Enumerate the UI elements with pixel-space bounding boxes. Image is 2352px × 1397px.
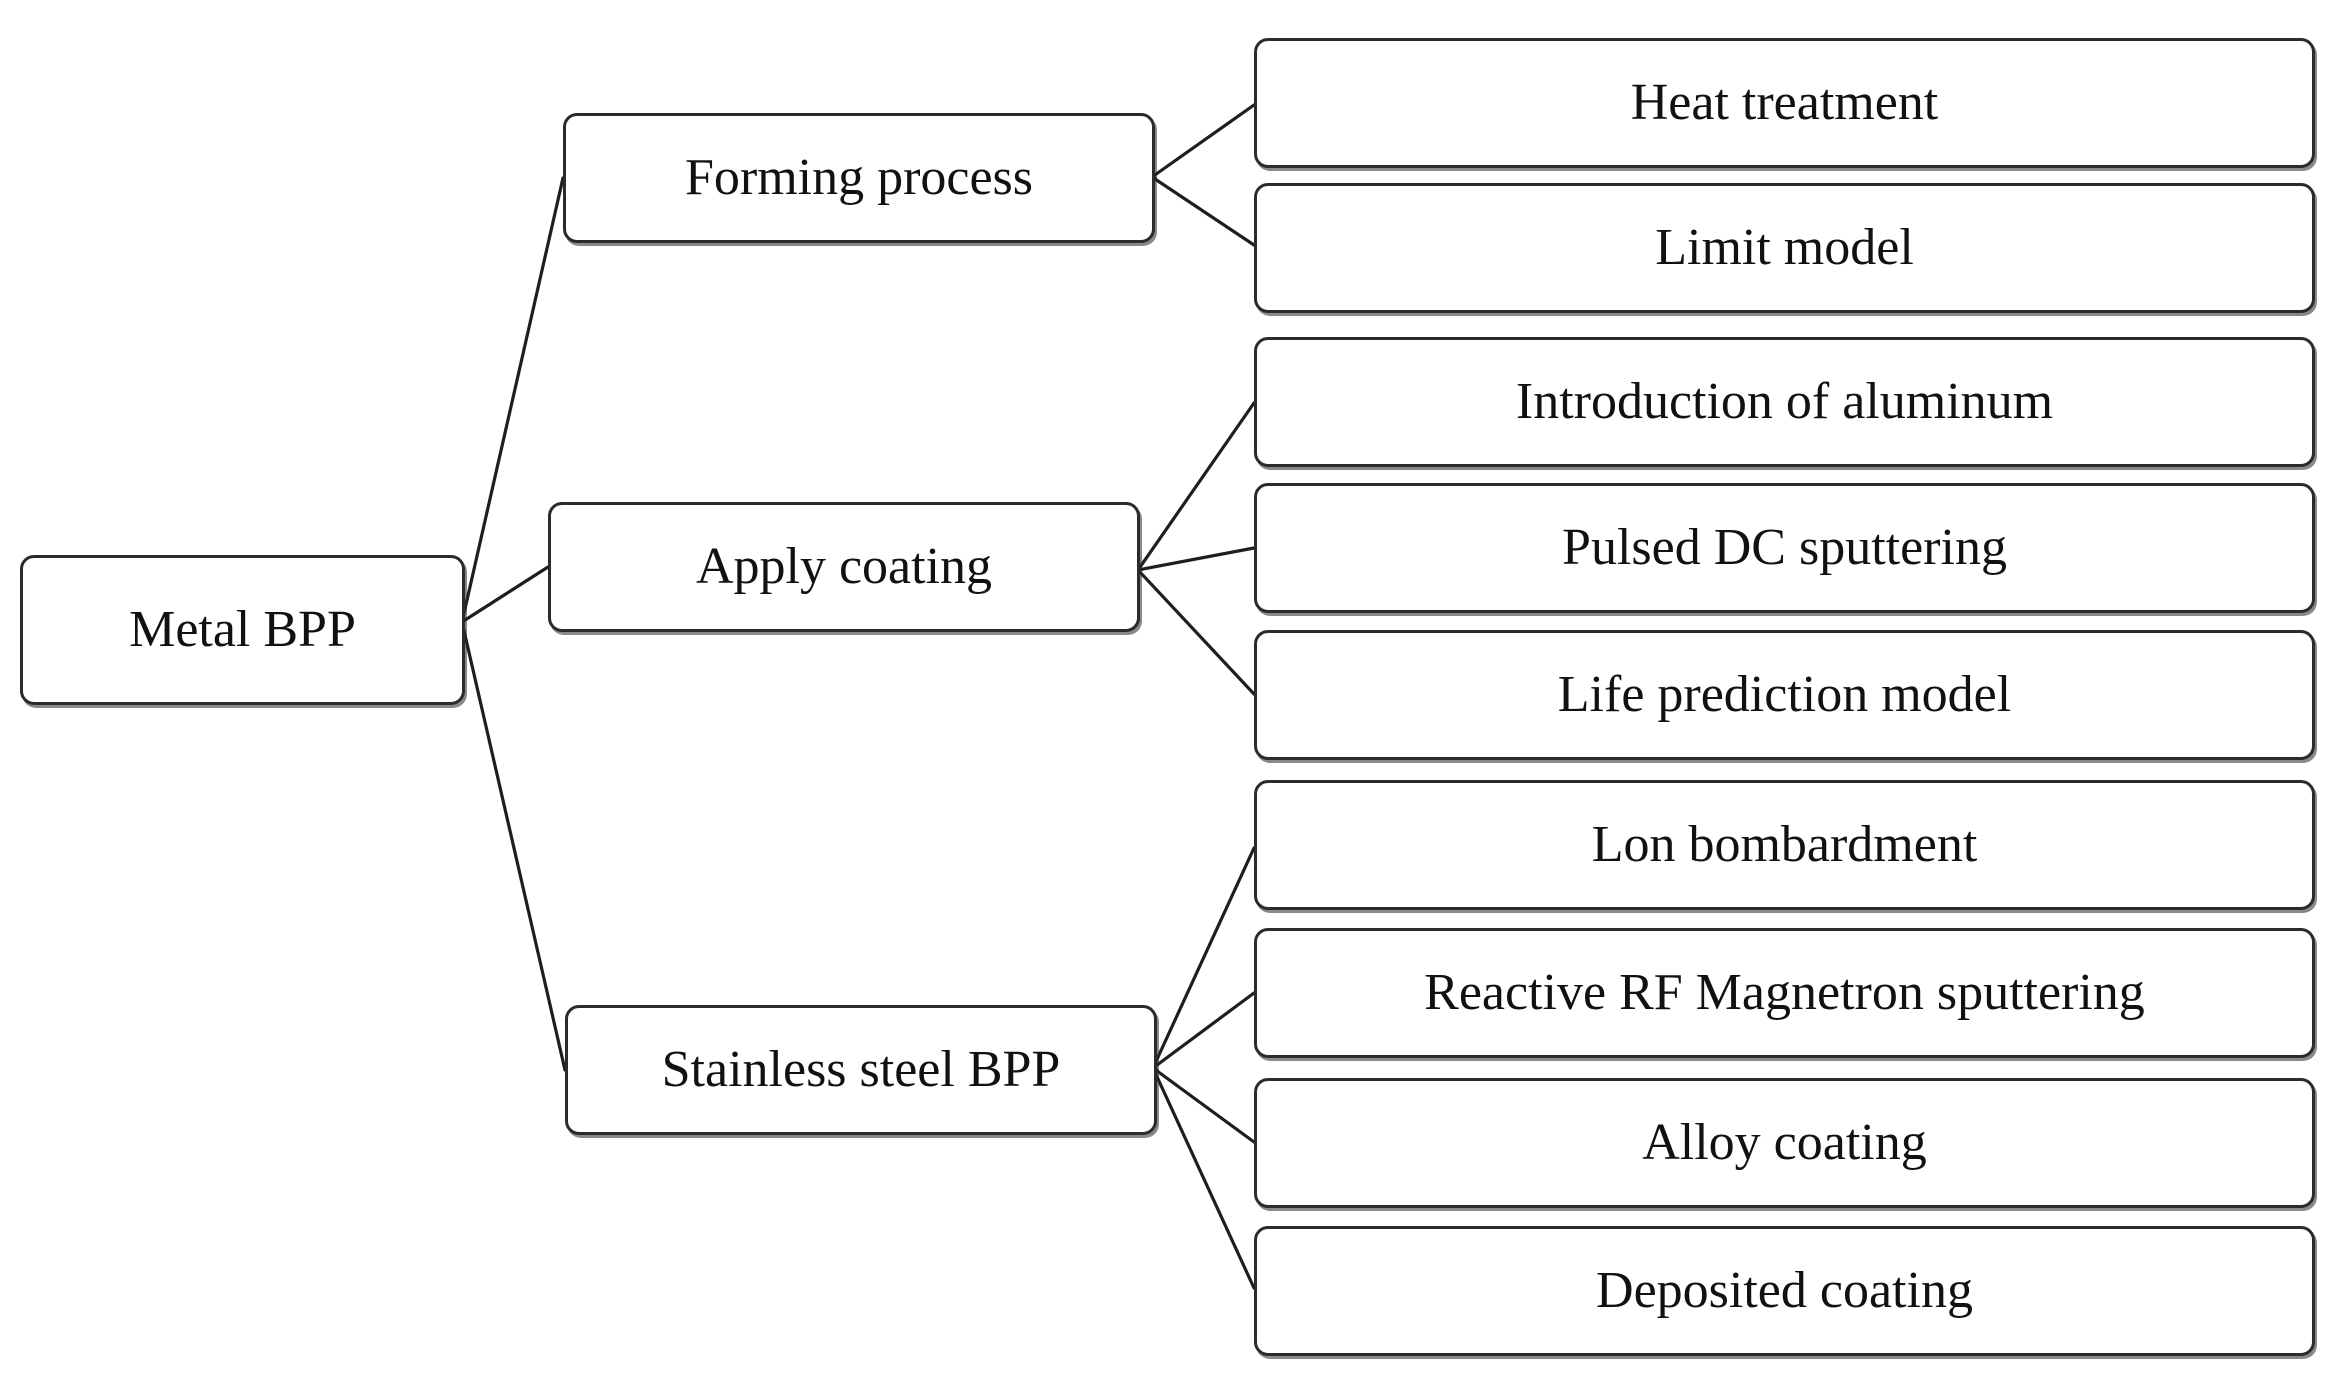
node-label: Pulsed DC sputtering: [1562, 518, 2007, 576]
node-heat-treatment[interactable]: Heat treatment: [1254, 38, 2315, 168]
node-alloy-coating[interactable]: Alloy coating: [1254, 1078, 2315, 1208]
node-introduction-of-aluminum[interactable]: Introduction of aluminum: [1254, 337, 2315, 467]
edge-forming-process-to-limit-model: [1150, 175, 1256, 247]
node-metal-bpp[interactable]: Metal BPP: [20, 555, 465, 705]
edge-stainless-steel-bpp-to-reactive-rf-magnetron-sputtering: [1151, 991, 1256, 1070]
node-label: Reactive RF Magnetron sputtering: [1424, 963, 2145, 1021]
node-label: Stainless steel BPP: [661, 1040, 1061, 1098]
edge-stainless-steel-bpp-to-alloy-coating: [1151, 1066, 1256, 1144]
node-apply-coating[interactable]: Apply coating: [548, 502, 1140, 632]
node-label: Forming process: [684, 148, 1034, 206]
node-limit-model[interactable]: Limit model: [1254, 183, 2315, 313]
node-stainless-steel-bpp[interactable]: Stainless steel BPP: [565, 1005, 1157, 1135]
edge-stainless-steel-bpp-to-lon-bombardment: [1151, 846, 1256, 1070]
node-label: Limit model: [1655, 218, 1914, 276]
edge-root-to-apply-coating: [460, 565, 550, 624]
node-forming-process[interactable]: Forming process: [563, 113, 1155, 243]
node-label: Apply coating: [695, 537, 993, 595]
edge-stainless-steel-bpp-to-deposited-coating: [1151, 1066, 1256, 1290]
node-label: Introduction of aluminum: [1515, 372, 2054, 430]
node-pulsed-dc-sputtering[interactable]: Pulsed DC sputtering: [1254, 483, 2315, 613]
node-reactive-rf-magnetron-sputtering[interactable]: Reactive RF Magnetron sputtering: [1254, 928, 2315, 1058]
node-label: Alloy coating: [1642, 1113, 1927, 1171]
node-life-prediction-model[interactable]: Life prediction model: [1254, 630, 2315, 760]
edge-apply-coating-to-pulsed-dc-sputtering: [1136, 546, 1256, 572]
node-label: Lon bombardment: [1591, 815, 1978, 873]
edge-root-to-stainless-steel-bpp: [460, 620, 567, 1072]
node-label: Heat treatment: [1630, 73, 1939, 131]
node-lon-bombardment[interactable]: Lon bombardment: [1254, 780, 2315, 910]
node-label: Metal BPP: [129, 600, 356, 658]
node-deposited-coating[interactable]: Deposited coating: [1254, 1226, 2315, 1356]
node-label: Life prediction model: [1557, 665, 2012, 723]
node-label: Deposited coating: [1596, 1261, 1973, 1319]
edge-apply-coating-to-introduction-of-aluminum: [1136, 401, 1256, 572]
edge-forming-process-to-heat-treatment: [1150, 103, 1256, 179]
edge-apply-coating-to-life-prediction-model: [1136, 568, 1256, 696]
